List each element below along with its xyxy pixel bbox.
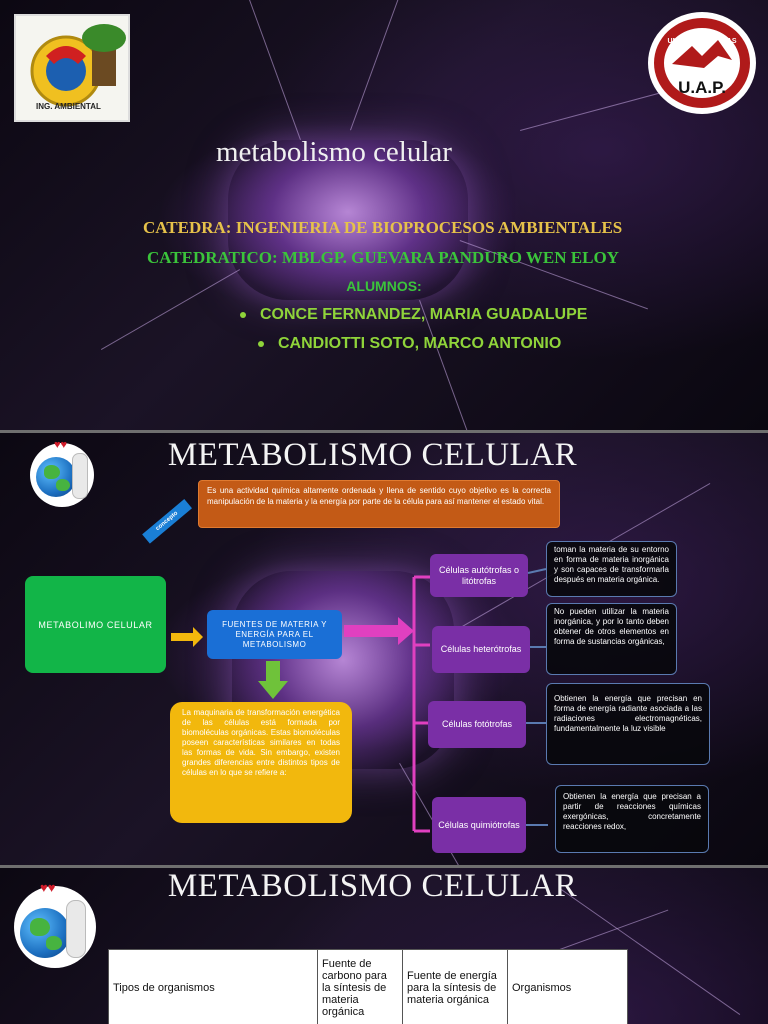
cell-flagellum: [248, 0, 301, 141]
slide-title: METABOLISMO CELULAR: [167, 868, 578, 904]
globe-icon: [36, 457, 76, 497]
type-autotrofas: Células autótrofas o litótrofas: [430, 554, 528, 597]
university-acronym: U.A.P.: [678, 78, 726, 97]
table-header-row: Tipos de organismos Fuente de carbono pa…: [108, 949, 628, 1024]
concept-definition-box: Es una actividad química altamente orden…: [198, 480, 560, 528]
type-quimiotrofas: Células quimiótrofas: [432, 797, 526, 853]
maquinaria-box: La maquinaria de transformación energéti…: [170, 702, 352, 823]
catedra-line: CATEDRA: INGENIERIA DE BIOPROCESOS AMBIE…: [143, 218, 623, 237]
fuentes-box: FUENTES DE MATERIA Y ENERGÍA PARA EL MET…: [207, 610, 342, 659]
desc-autotrofas: toman la materia de su entorno en forma …: [546, 541, 677, 597]
heart-icon: ♥♥: [40, 880, 56, 895]
organisms-table: Tipos de organismos Fuente de carbono pa…: [108, 949, 628, 1024]
catedratico-line: CATEDRATICO: MBLGP. GUEVARA PANDURO WEN …: [147, 248, 619, 267]
table-header-cell: Fuente de energía para la síntesis de ma…: [402, 949, 508, 1024]
metabolismo-main-box: METABOLIMO CELULAR: [25, 576, 166, 673]
faculty-logo: ING. AMBIENTAL: [14, 14, 130, 122]
arrow-right-icon: [171, 627, 203, 647]
university-logo-ring: UNIVERSIDAD ALAS PERUANAS: [654, 18, 750, 108]
student-item: CANDIOTTI SOTO, MARCO ANTONIO: [258, 335, 561, 353]
slide-title: METABOLISMO CELULAR: [167, 437, 578, 473]
person-figure: [66, 900, 86, 958]
slide-separator: [0, 430, 768, 433]
globe-icon: [20, 908, 70, 958]
land-shape: [56, 479, 70, 491]
student-name: CANDIOTTI SOTO, MARCO ANTONIO: [278, 335, 562, 352]
table-header-cell: Fuente de carbono para la síntesis de ma…: [317, 949, 403, 1024]
slide-title: metabolismo celular: [216, 136, 452, 168]
bird-icon: [672, 40, 732, 68]
land-shape: [46, 936, 62, 950]
earth-person-image: ♥♥: [14, 880, 96, 968]
desc-quimiotrofas: Obtienen la energía que precisan a parti…: [555, 785, 709, 853]
type-heterotrofas: Células heterótrofas: [432, 626, 530, 673]
desc-heterotrofas: No pueden utilizar la materia inorgánica…: [546, 603, 677, 675]
type-fototrofas: Células fotótrofas: [428, 701, 526, 748]
desc-fototrofas: Obtienen la energía que precisan en form…: [546, 683, 710, 765]
heart-icon: ♥♥: [54, 439, 68, 451]
university-logo: UNIVERSIDAD ALAS PERUANAS U.A.P.: [648, 12, 756, 114]
gear-icon: [30, 24, 126, 107]
land-shape: [30, 918, 50, 936]
title-slide: ING. AMBIENTAL UNIVERSIDAD ALAS PERUANAS…: [0, 0, 768, 430]
alumnos-label: ALUMNOS:: [346, 278, 422, 294]
branch-connector: [412, 575, 430, 833]
cell-flagellum: [350, 0, 406, 131]
student-item: CONCE FERNANDEZ, MARIA GUADALUPE: [240, 306, 587, 324]
slide-separator: [0, 865, 768, 868]
university-ring-text: UNIVERSIDAD ALAS PERUANAS: [667, 38, 737, 52]
table-slide: ♥♥ METABOLISMO CELULAR Tipos de organism…: [0, 868, 768, 1024]
land-shape: [44, 465, 60, 479]
bullet-icon: [240, 311, 246, 318]
cell-image: [228, 140, 468, 300]
earth-person-image: ♥♥: [30, 439, 94, 507]
faculty-logo-text: ING. AMBIENTAL: [36, 102, 101, 111]
table-header-cell: Organismos: [507, 949, 628, 1024]
table-header-cell: Tipos de organismos: [108, 949, 318, 1024]
bullet-icon: [258, 340, 264, 347]
desc-connectors: [526, 568, 548, 826]
concepto-arrow: concepto: [142, 499, 192, 544]
arrow-right-big-icon: [344, 617, 414, 645]
student-name: CONCE FERNANDEZ, MARIA GUADALUPE: [260, 306, 588, 323]
arrow-down-icon: [258, 661, 288, 699]
person-figure: [72, 453, 88, 499]
concept-map-slide: ♥♥ METABOLISMO CELULAR Es una actividad …: [0, 433, 768, 865]
